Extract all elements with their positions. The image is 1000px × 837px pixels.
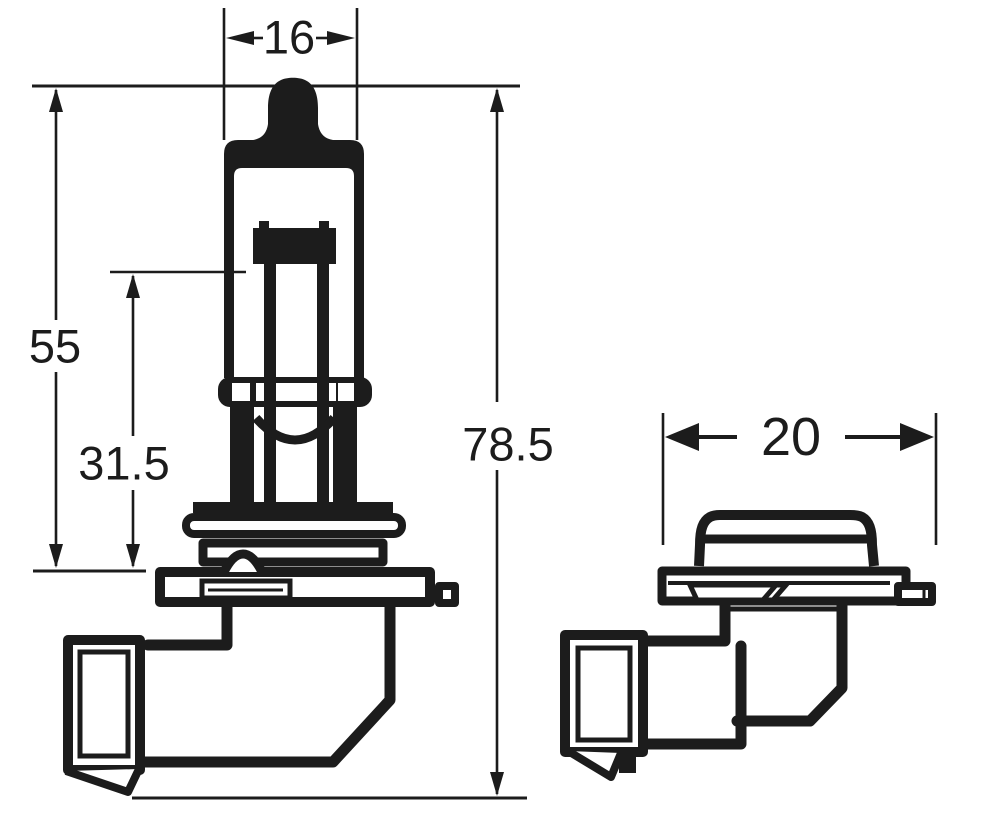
dim-20-extension-lines xyxy=(661,413,938,545)
dim-seat-to-filament: 31.5 xyxy=(78,270,246,568)
side-connector-flap xyxy=(565,747,625,781)
dim-base-width: 20 xyxy=(661,407,938,545)
lead-wire-left xyxy=(264,262,276,504)
pinch-seal-slot-left xyxy=(232,383,250,401)
pinch-seal-slot-right xyxy=(338,383,354,401)
dim-31-arrow-down xyxy=(126,544,140,568)
side-connector-inner xyxy=(575,645,633,743)
dim-bulb-diameter: 16 xyxy=(222,8,359,140)
dim-20-arrow-left xyxy=(665,423,699,451)
dim-tip-to-seat: 55 xyxy=(29,88,81,568)
side-body-middle-block xyxy=(639,640,747,750)
side-flange-key-diagonal xyxy=(761,583,778,602)
flange-side-tab xyxy=(435,582,459,607)
connector-bottom-flap xyxy=(64,767,143,796)
neck-column-right xyxy=(333,407,357,504)
filament-shield xyxy=(253,228,336,264)
lead-wire-right xyxy=(317,262,329,504)
dim-label-seat-to-filament: 31.5 xyxy=(78,437,169,490)
neck-column-left xyxy=(230,407,254,504)
dim-55-arrow-down xyxy=(49,544,63,568)
dim-78-arrow-up xyxy=(490,88,504,112)
bulb-glass-interior xyxy=(234,168,354,378)
side-connector-notch xyxy=(619,751,636,773)
dim-16-extension-lines xyxy=(222,8,359,140)
side-flange-tab xyxy=(894,582,936,606)
dimensions: 16 55 31.5 78.5 xyxy=(29,8,938,800)
dim-55-arrow-up xyxy=(49,88,63,112)
dim-overall-length: 78.5 xyxy=(462,88,554,796)
body-outline xyxy=(136,594,396,768)
o-ring-gasket xyxy=(182,513,406,538)
dim-label-bulb-diameter: 16 xyxy=(263,11,315,64)
dim-16-arrow-right xyxy=(327,31,355,45)
body-left-step xyxy=(142,594,233,651)
dim-label-overall-length: 78.5 xyxy=(462,418,553,471)
dim-78-arrow-down xyxy=(490,772,504,796)
side-body-outline xyxy=(731,600,848,727)
connector-housing-inner xyxy=(77,649,131,759)
filament-shield-tab-left xyxy=(259,221,269,229)
side-view xyxy=(560,510,936,781)
dim-label-base-width: 20 xyxy=(761,407,821,467)
flange-key-bump xyxy=(219,549,267,575)
dim-31-arrow-up xyxy=(126,274,140,298)
dim-20-arrow-right xyxy=(900,423,934,451)
dim-label-tip-to-seat: 55 xyxy=(29,320,81,373)
side-body-left-step xyxy=(641,597,731,647)
filament-shield-tab-right xyxy=(319,221,329,229)
front-view xyxy=(63,77,459,796)
glass-bottom-arc xyxy=(252,414,338,445)
side-flange-key-detail xyxy=(686,582,792,603)
dim-16-arrow-left xyxy=(226,31,254,45)
collar-step-upper xyxy=(193,502,393,513)
